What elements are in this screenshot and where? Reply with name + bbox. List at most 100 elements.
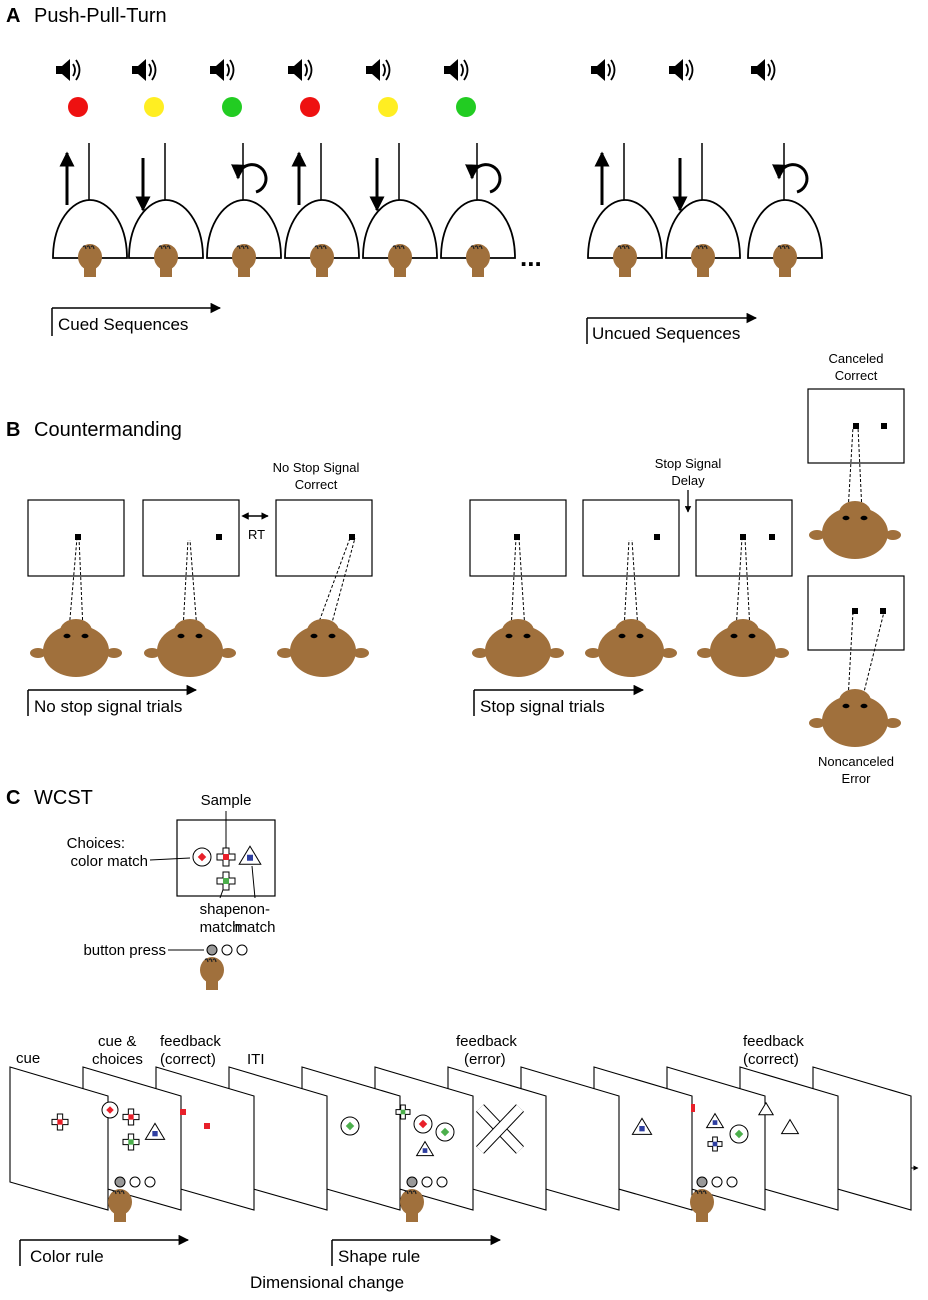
- response-button: [129, 1176, 141, 1188]
- trial-turn: [747, 59, 823, 277]
- panel-b-title: Countermanding: [34, 419, 182, 441]
- speaker-icon: [751, 59, 776, 81]
- noncanceled-label-1: Noncanceled: [818, 754, 894, 769]
- screen-stop-target: [582, 499, 680, 577]
- hand-icon: [78, 244, 102, 277]
- color-rule-label: Color rule: [30, 1247, 104, 1266]
- triangle-stimulus-icon: [757, 1101, 775, 1116]
- monkey-head-icon: [277, 537, 369, 677]
- button-press-hand: [400, 1176, 448, 1222]
- speaker-icon: [366, 59, 391, 81]
- speaker-icon: [444, 59, 469, 81]
- cross-stimulus-icon: [51, 1113, 69, 1131]
- hand-icon: [388, 244, 412, 277]
- hand-icon: [400, 1189, 424, 1222]
- cross-stimulus-icon: [395, 1104, 411, 1120]
- hand-icon: [613, 244, 637, 277]
- cross-stimulus-icon: [216, 871, 236, 891]
- joystick-dome: [440, 199, 516, 259]
- triangle-stimulus-icon: [780, 1118, 800, 1135]
- joystick-dome: [128, 199, 204, 259]
- noncanceled-label-2: Error: [842, 771, 872, 786]
- circle-stimulus-icon: [435, 1122, 455, 1142]
- response-button-pressed: [114, 1176, 126, 1188]
- speaker-icon: [591, 59, 616, 81]
- turn-arrow-icon: [772, 163, 809, 194]
- joystick-dome: [362, 199, 438, 259]
- ssd-label-1: Stop Signal: [655, 456, 722, 471]
- label-cue-choices-1: cue &: [98, 1033, 136, 1050]
- shape-match-label-2: match: [200, 919, 241, 936]
- label-feedback-correct-1b: (correct): [160, 1051, 216, 1068]
- button-press-label: button press: [83, 942, 166, 959]
- monkey-head-icon: [472, 537, 564, 677]
- canceled-label-1: Canceled: [829, 351, 884, 366]
- trial-up: [587, 59, 663, 277]
- hand-icon: [154, 244, 178, 277]
- stop-trials-label: Stop signal trials: [480, 697, 605, 716]
- trial-down: [362, 59, 438, 277]
- cue-light: [300, 97, 320, 117]
- screen-saccade: [275, 499, 373, 577]
- label-cue-choices-2: choices: [92, 1051, 143, 1068]
- monkey-head-icon: [30, 537, 122, 677]
- triangle-stimulus-icon: [238, 845, 262, 865]
- no-stop-label-1: No Stop Signal: [273, 460, 360, 475]
- circle-stimulus-icon: [192, 847, 212, 867]
- button-press-hand: [690, 1176, 738, 1222]
- turn-arrow-icon: [231, 163, 268, 194]
- button-press-hand: [200, 944, 248, 990]
- speaker-icon: [210, 59, 235, 81]
- rt-label: RT: [248, 527, 265, 542]
- no-stop-trials-label: No stop signal trials: [34, 697, 182, 716]
- hand-icon: [691, 244, 715, 277]
- cued-sequences-label: Cued Sequences: [58, 315, 188, 334]
- speaker-icon: [288, 59, 313, 81]
- panel-c: C WCST Sample Choices: color match shape…: [6, 787, 919, 1292]
- response-button: [421, 1176, 433, 1188]
- monkey-head-icon: [144, 539, 236, 677]
- feedback-square: [204, 1123, 210, 1129]
- ssd-label-2: Delay: [671, 473, 705, 488]
- hand-icon: [690, 1189, 714, 1222]
- hand-icon: [466, 244, 490, 277]
- triangle-stimulus-icon: [144, 1122, 166, 1140]
- panel-a-trials: [52, 59, 823, 277]
- cue-light: [222, 97, 242, 117]
- panel-a-title: Push-Pull-Turn: [34, 5, 167, 27]
- cross-stimulus-icon: [122, 1108, 140, 1126]
- cross-stimulus-icon: [707, 1136, 723, 1152]
- trial-turn: [440, 59, 516, 277]
- response-button-pressed: [206, 944, 218, 956]
- shape-match-label-1: shape: [200, 901, 241, 918]
- panel-b: B Countermanding RT No Stop Signal Corre…: [6, 351, 905, 786]
- wcst-frames: [9, 1066, 912, 1222]
- label-feedback-error-b: (error): [464, 1051, 506, 1068]
- response-button-pressed: [696, 1176, 708, 1188]
- trial-up: [284, 59, 360, 277]
- response-button: [726, 1176, 738, 1188]
- dimensional-change-label: Dimensional change: [250, 1273, 404, 1292]
- hand-icon: [200, 957, 224, 990]
- ellipsis: ...: [520, 242, 542, 272]
- feedback-square: [180, 1109, 186, 1115]
- trial-down: [128, 59, 204, 277]
- response-button-pressed: [406, 1176, 418, 1188]
- panel-a: A Push-Pull-Turn ... Cued Sequences Uncu…: [6, 5, 823, 344]
- cross-stimulus-icon: [216, 847, 236, 867]
- monkey-heads: [30, 426, 901, 747]
- response-button: [436, 1176, 448, 1188]
- joystick-dome: [747, 199, 823, 259]
- panel-b-letter: B: [6, 419, 20, 441]
- triangle-stimulus-icon: [415, 1140, 435, 1157]
- monkey-head-icon: [809, 426, 901, 559]
- error-cross-icon: [476, 1104, 524, 1154]
- monkey-head-icon: [697, 537, 789, 677]
- cue-light: [378, 97, 398, 117]
- label-feedback-correct-2b: (correct): [743, 1051, 799, 1068]
- stimulus-frame: [9, 1066, 109, 1211]
- triangle-stimulus-icon: [705, 1112, 725, 1129]
- joystick-dome: [587, 199, 663, 259]
- joystick-dome: [52, 199, 128, 259]
